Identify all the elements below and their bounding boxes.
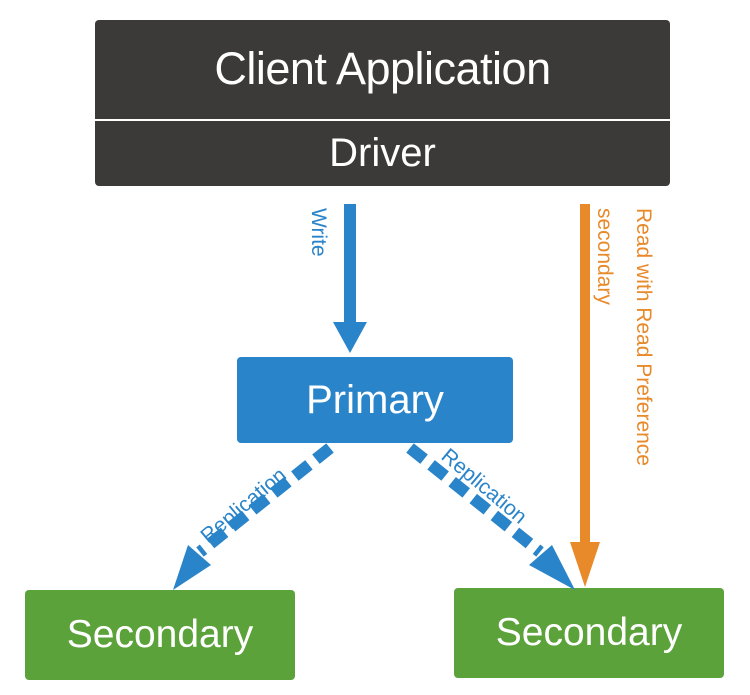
client-divider	[95, 119, 670, 121]
write-label: Write	[307, 208, 330, 257]
replication-arrow-left	[173, 443, 334, 590]
primary-node: Primary	[237, 357, 513, 443]
replication-arrow-right	[406, 443, 575, 590]
secondary-node-left: Secondary	[25, 590, 295, 680]
client-application-block: Client Application Driver	[95, 20, 670, 186]
replication-label-left: Replication	[196, 463, 290, 547]
client-application-title: Client Application	[214, 43, 551, 94]
read-preference-secondary-label: secondary	[593, 208, 616, 305]
secondary-node-right: Secondary	[454, 588, 724, 678]
driver-label: Driver	[329, 131, 436, 175]
write-arrow	[333, 204, 367, 353]
read-preference-label: Read with Read Preference	[632, 208, 655, 466]
read-arrow	[570, 204, 600, 587]
